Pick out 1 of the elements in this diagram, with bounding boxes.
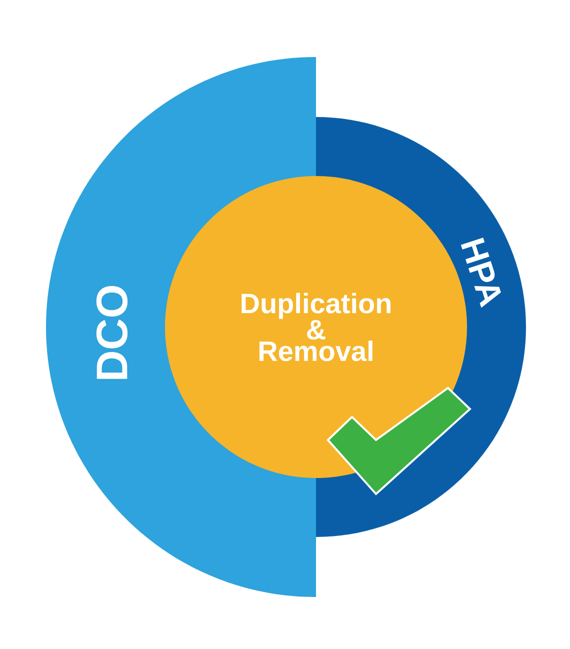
band-label: DCO (96, 286, 128, 379)
